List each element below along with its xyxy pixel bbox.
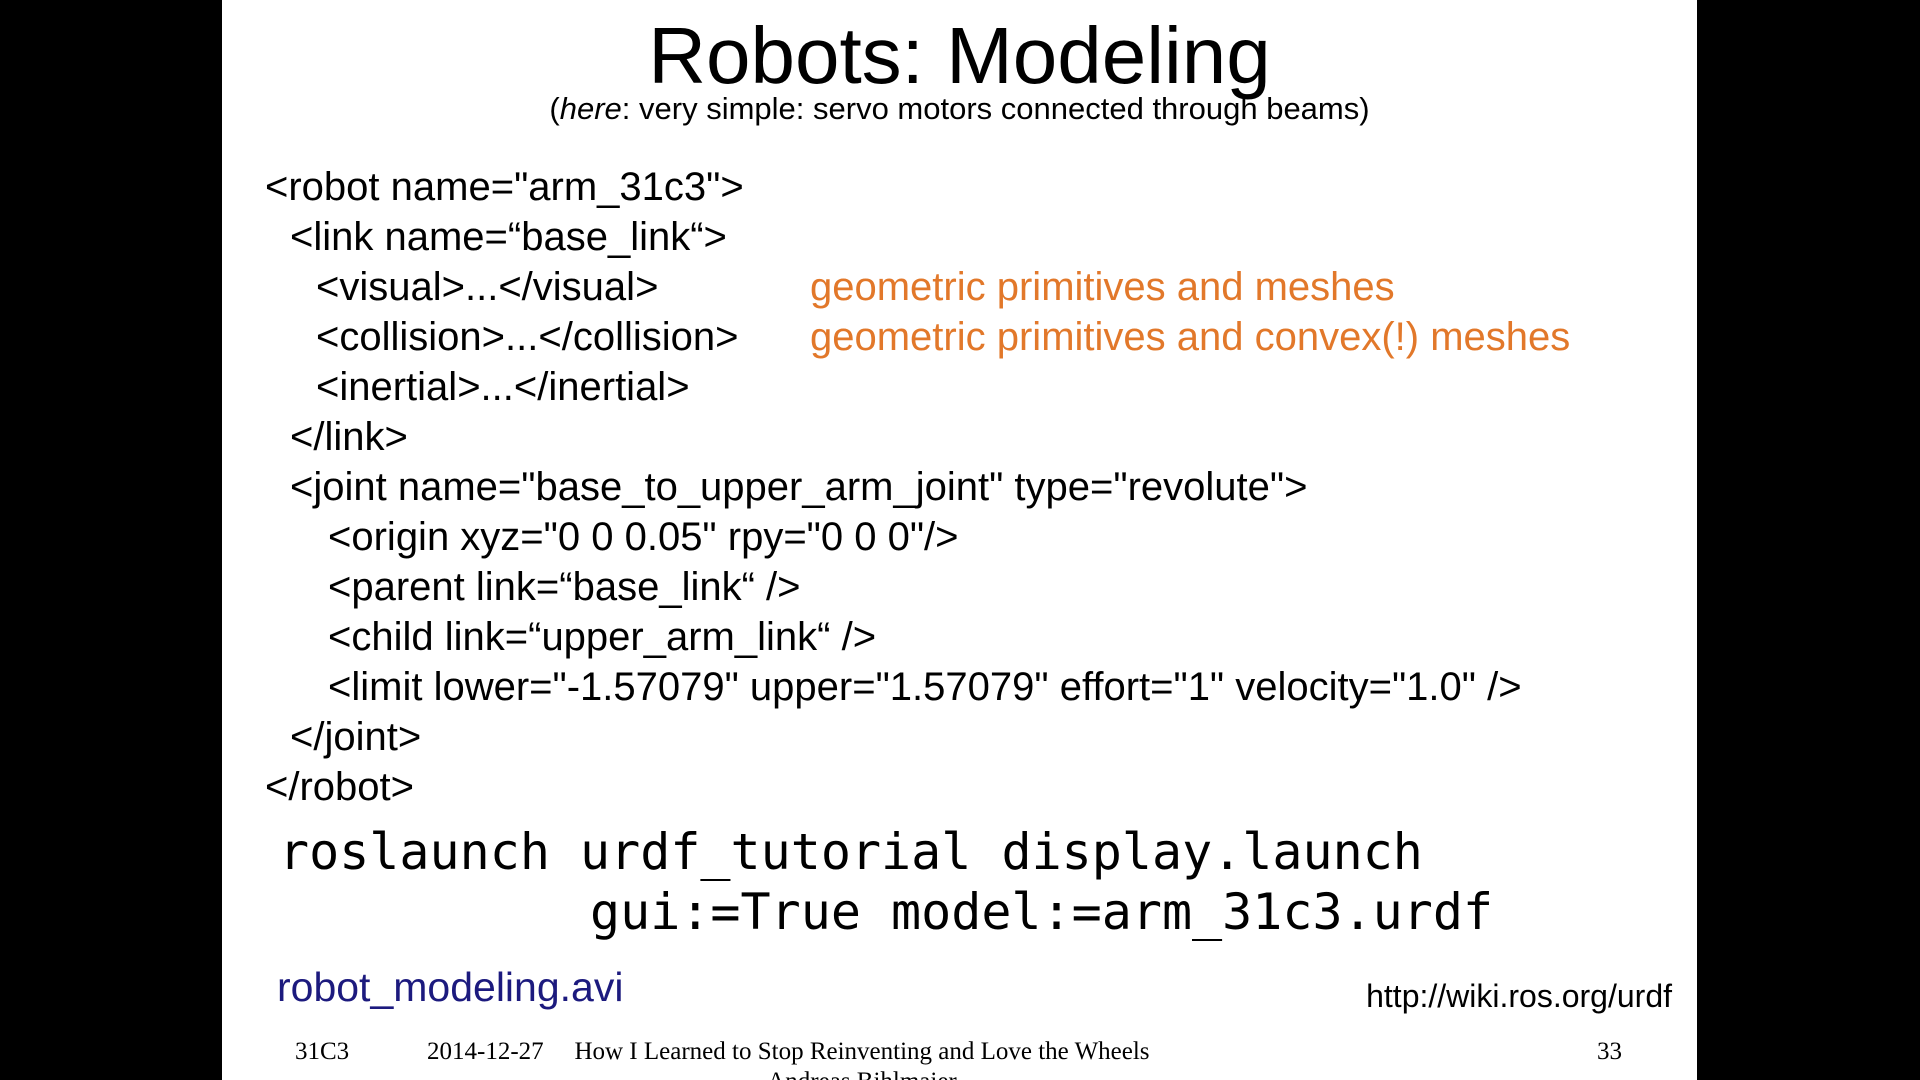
footer-talk: How I Learned to Stop Reinventing and Lo… bbox=[574, 1038, 1150, 1065]
code-line-visual: <visual>...</visual> bbox=[316, 265, 659, 309]
code-line-collision: <collision>...</collision> bbox=[316, 315, 739, 359]
subtitle-rest: : very simple: servo motors connected th… bbox=[621, 91, 1370, 126]
slide-subtitle: (here: very simple: servo motors connect… bbox=[222, 90, 1697, 128]
video-link[interactable]: robot_modeling.avi bbox=[277, 964, 624, 1010]
footer-page-number: 33 bbox=[1597, 1038, 1622, 1065]
slide: Robots: Modeling (here: very simple: ser… bbox=[222, 0, 1697, 1080]
code-line-link-close: </link> bbox=[290, 415, 408, 459]
subtitle-open: ( bbox=[549, 91, 560, 126]
code-line-parent: <parent link=“base_link“ /> bbox=[328, 565, 801, 609]
footer-talk-title: How I Learned to Stop Reinventing and Lo… bbox=[542, 1037, 1182, 1080]
note-visual: geometric primitives and meshes bbox=[810, 265, 1395, 309]
code-line-link-open: <link name=“base_link“> bbox=[290, 215, 727, 259]
slide-title: Robots: Modeling bbox=[648, 11, 1271, 100]
code-line-robot-close: </robot> bbox=[265, 765, 415, 809]
footer-event: 31C3 bbox=[295, 1038, 350, 1065]
footer-date: 2014-12-27 bbox=[427, 1038, 544, 1065]
code-line-robot-open: <robot name="arm_31c3"> bbox=[265, 165, 744, 209]
code-line-limit: <limit lower="-1.57079" upper="1.57079" … bbox=[328, 665, 1522, 709]
code-line-joint-open: <joint name="base_to_upper_arm_joint" ty… bbox=[290, 465, 1308, 509]
note-collision: geometric primitives and convex(!) meshe… bbox=[810, 315, 1571, 359]
command-line-1: roslaunch urdf_tutorial display.launch bbox=[279, 823, 1423, 881]
subtitle-emphasis: here bbox=[559, 91, 622, 126]
urdf-url-link[interactable]: http://wiki.ros.org/urdf bbox=[1366, 978, 1672, 1014]
code-line-inertial: <inertial>...</inertial> bbox=[316, 365, 690, 409]
footer-author: Andreas Bihlmaier bbox=[542, 1067, 1182, 1080]
command-line-2: gui:=True model:=arm_31c3.urdf bbox=[590, 883, 1494, 941]
code-line-child: <child link=“upper_arm_link“ /> bbox=[328, 615, 877, 659]
code-line-joint-close: </joint> bbox=[290, 715, 422, 759]
code-line-origin: <origin xyz="0 0 0.05" rpy="0 0 0"/> bbox=[328, 515, 959, 559]
